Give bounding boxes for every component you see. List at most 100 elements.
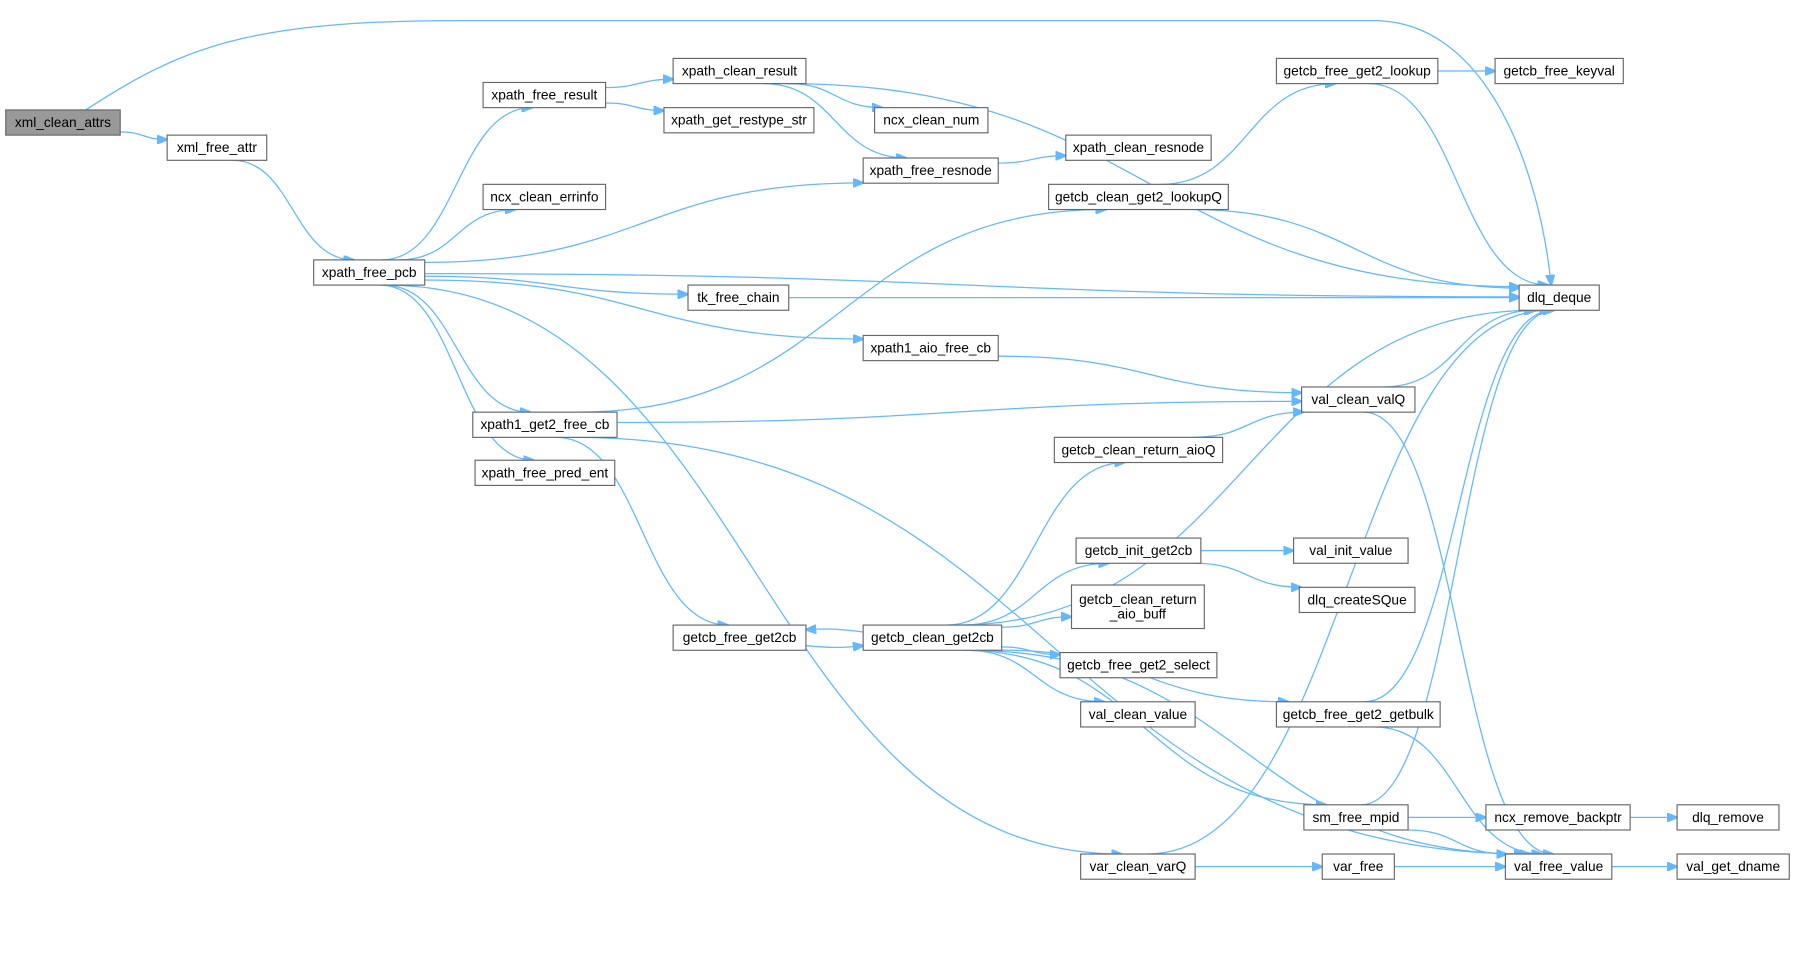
edge-getcb-free-get2-lookup-to-dlq-deque xyxy=(1368,82,1548,285)
node-label: getcb_clean_get2_lookupQ xyxy=(1055,189,1222,204)
node-ncx-clean-errinfo[interactable]: ncx_clean_errinfo xyxy=(482,183,607,211)
edge-getcb-free-get2cb-to-getcb-clean-get2cb xyxy=(805,646,863,648)
node-dlq-remove[interactable]: dlq_remove xyxy=(1676,804,1780,831)
edge-xpath-free-pcb-to-xpath-free-resnode xyxy=(424,183,863,264)
node-getcb-init-get2cb[interactable]: getcb_init_get2cb xyxy=(1075,537,1202,564)
node-box xyxy=(1048,183,1229,211)
edge-xpath1-get2-free-cb-to-getcb-free-get2cb xyxy=(556,436,728,625)
node-xpath-free-result[interactable]: xpath_free_result xyxy=(482,81,607,109)
node-label: dlq_remove xyxy=(1692,810,1764,825)
node-box xyxy=(1321,853,1395,880)
edge-xpath-free-result-to-xpath-clean-result xyxy=(605,79,674,89)
node-label: tk_free_chain xyxy=(697,290,779,305)
node-label: getcb_free_get2_select xyxy=(1067,658,1210,673)
node-box xyxy=(862,334,999,362)
edge-var-clean-varQ-to-dlq-deque xyxy=(1147,310,1550,855)
node-ncx-remove-backptr[interactable]: ncx_remove_backptr xyxy=(1485,804,1631,831)
node-box xyxy=(472,411,618,438)
node-xpath-free-pred-ent[interactable]: xpath_free_pred_ent xyxy=(474,459,616,486)
node-var-free[interactable]: var_free xyxy=(1321,853,1395,880)
edge-getcb-clean-get2cb-to-getcb-free-get2cb xyxy=(806,629,864,632)
node-box xyxy=(1053,436,1224,464)
node-box xyxy=(874,107,989,134)
node-box xyxy=(862,157,999,184)
edge-sm-free-mpid-to-val-free-value xyxy=(1407,829,1507,854)
node-box xyxy=(1303,804,1409,831)
edge-xpath-clean-result-to-xpath-free-resnode xyxy=(763,82,907,158)
node-val-free-value[interactable]: val_free_value xyxy=(1504,853,1613,880)
node-xml-clean-attrs[interactable]: xml_clean_attrs xyxy=(5,109,121,136)
node-val-clean-valQ[interactable]: val_clean_valQ xyxy=(1301,386,1416,413)
node-label: val_get_dname xyxy=(1686,859,1780,874)
node-val-clean-value[interactable]: val_clean_value xyxy=(1080,701,1196,728)
node-box xyxy=(1676,804,1780,831)
node-dlq-createSQue[interactable]: dlq_createSQue xyxy=(1298,586,1416,614)
node-val-get-dname[interactable]: val_get_dname xyxy=(1676,853,1790,880)
node-label: xpath_get_restype_str xyxy=(671,113,807,128)
edge-xpath-free-pcb-to-ncx-clean-errinfo xyxy=(398,210,515,261)
node-label: ncx_remove_backptr xyxy=(1494,810,1622,825)
edge-xpath-free-pcb-to-tk-free-chain xyxy=(424,275,688,294)
edge-getcb-clean-get2cb-to-getcb-init-get2cb xyxy=(962,563,1108,626)
node-label: xpath_clean_result xyxy=(682,64,797,79)
node-xml-free-attr[interactable]: xml_free_attr xyxy=(166,134,268,161)
node-box xyxy=(1518,284,1600,311)
node-getcb-free-keyval[interactable]: getcb_free_keyval xyxy=(1494,57,1624,85)
node-xpath-clean-resnode[interactable]: xpath_clean_resnode xyxy=(1065,134,1212,161)
node-label: xpath_free_result xyxy=(491,88,597,103)
node-getcb-free-get2-select[interactable]: getcb_free_get2_select xyxy=(1059,651,1218,679)
node-var-clean-varQ[interactable]: var_clean_varQ xyxy=(1080,853,1196,880)
node-sm-free-mpid[interactable]: sm_free_mpid xyxy=(1303,804,1409,831)
nodes: xml_clean_attrs xml_free_attr xpath_free_p… xyxy=(5,57,1790,880)
node-box xyxy=(663,107,815,134)
node-xpath-get-restype-str[interactable]: xpath_get_restype_str xyxy=(663,107,815,134)
node-xpath1-aio-free-cb[interactable]: xpath1_aio_free_cb xyxy=(862,334,999,362)
node-box xyxy=(1494,57,1624,85)
node-label: getcb_free_get2_lookup xyxy=(1284,64,1432,79)
node-xpath-free-pcb[interactable]: xpath_free_pcb xyxy=(313,259,426,286)
edge-xpath-free-pcb-to-dlq-deque xyxy=(424,273,1519,297)
edge-sm-free-mpid-to-dlq-deque xyxy=(1360,310,1554,806)
node-ncx-clean-num[interactable]: ncx_clean_num xyxy=(874,107,989,134)
edge-xml-free-attr-to-xpath-free-pcb xyxy=(232,159,354,260)
node-xpath-clean-result[interactable]: xpath_clean_result xyxy=(672,57,807,85)
node-dlq-deque[interactable]: dlq_deque xyxy=(1518,284,1600,311)
edge-xpath-free-pcb-to-var-clean-varQ xyxy=(385,284,1121,854)
node-val-init-value[interactable]: val_init_value xyxy=(1293,537,1409,564)
node-box xyxy=(1298,586,1416,614)
edge-getcb-clean-get2cb-to-val-clean-value xyxy=(966,649,1104,702)
edge-getcb-clean-get2-lookupQ-to-getcb-free-get2-lookup xyxy=(1160,84,1335,185)
node-box xyxy=(1275,57,1439,85)
node-box xyxy=(862,624,1003,651)
edge-xpath-free-resnode-to-xpath-clean-resnode xyxy=(998,156,1066,164)
node-getcb-free-get2-lookup[interactable]: getcb_free_get2_lookup xyxy=(1275,57,1439,85)
node-box xyxy=(1504,853,1613,880)
node-box xyxy=(1485,804,1631,831)
node-label: val_free_value xyxy=(1514,859,1604,874)
node-getcb-free-get2cb[interactable]: getcb_free_get2cb xyxy=(672,624,807,651)
node-getcb-clean-return-aio-buff[interactable]: getcb_clean_return_aio_buff xyxy=(1070,584,1205,630)
node-box xyxy=(672,57,807,85)
node-box xyxy=(1301,386,1416,413)
node-xpath-free-resnode[interactable]: xpath_free_resnode xyxy=(862,157,999,184)
node-box xyxy=(1080,701,1196,728)
node-label: xpath_free_resnode xyxy=(870,163,992,178)
edge-val-clean-valQ-to-dlq-deque xyxy=(1383,310,1534,388)
node-getcb-clean-get2cb[interactable]: getcb_clean_get2cb xyxy=(862,624,1003,651)
node-box xyxy=(1275,701,1441,728)
node-label: _aio_buff xyxy=(1109,607,1166,622)
node-label: xpath_free_pcb xyxy=(322,265,417,280)
edge-xpath-free-result-to-xpath-get-restype-str xyxy=(605,102,664,111)
node-label: xml_free_attr xyxy=(177,140,257,155)
edge-getcb-clean-get2-lookupQ-to-dlq-deque xyxy=(1191,208,1519,289)
node-label: getcb_free_get2cb xyxy=(683,630,797,645)
node-tk-free-chain[interactable]: tk_free_chain xyxy=(687,284,790,311)
node-label: xpath_clean_resnode xyxy=(1073,140,1205,155)
edge-xml-clean-attrs-to-dlq-deque xyxy=(85,20,1551,285)
edge-xpath-free-pcb-to-xpath-free-pred-ent xyxy=(380,284,534,460)
node-getcb-clean-return-aioQ[interactable]: getcb_clean_return_aioQ xyxy=(1053,436,1224,464)
node-getcb-free-get2-getbulk[interactable]: getcb_free_get2_getbulk xyxy=(1275,701,1441,728)
edge-xpath-clean-result-to-ncx-clean-num xyxy=(788,82,883,108)
node-getcb-clean-get2-lookupQ[interactable]: getcb_clean_get2_lookupQ xyxy=(1048,183,1229,211)
node-xpath1-get2-free-cb[interactable]: xpath1_get2_free_cb xyxy=(472,411,618,438)
